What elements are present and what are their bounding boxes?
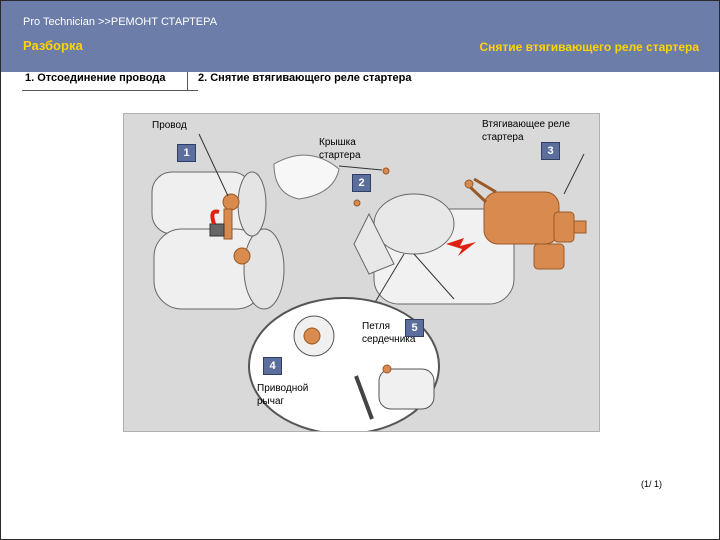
wire-terminal (209, 193, 240, 240)
solenoid-label: Втягивающее реле стартера (482, 119, 571, 143)
starter-illustration: Провод Крышка стартера Втягивающее реле … (123, 113, 600, 432)
detail-inset (248, 297, 440, 431)
plunger-loop-label: Петля сердечника (362, 321, 416, 345)
step-underline (22, 90, 198, 91)
starter-cover-label: Крышка стартера (319, 137, 361, 161)
starter-solenoid (464, 177, 587, 270)
page-title: Pro Technician >>РЕМОНТ СТАРТЕРА (23, 16, 218, 28)
drive-lever-label: Приводной рычаг (257, 383, 309, 407)
step-divider (187, 72, 188, 90)
lightning-arrow-icon (446, 238, 476, 256)
step-2-tab[interactable]: 2. Снятие втягивающего реле стартера (198, 72, 412, 84)
callout-badge-2: 2 (352, 174, 371, 192)
step-1-tab[interactable]: 1. Отсоединение провода (25, 72, 166, 84)
right-starter-body (353, 193, 515, 305)
section-title: Разборка (23, 38, 83, 53)
callout-badge-3: 3 (541, 142, 560, 160)
screw-icon (353, 199, 361, 207)
procedure-title: Снятие втягивающего реле стартера (479, 40, 699, 54)
red-arrow-icon (210, 209, 220, 225)
callout-badge-5: 5 (405, 319, 424, 337)
page-indicator: (1/ 1) (641, 479, 663, 489)
callout-badge-4: 4 (263, 357, 282, 375)
header-bar: Pro Technician >>РЕМОНТ СТАРТЕРА Разборк… (1, 1, 719, 72)
left-starter-motor (151, 171, 285, 310)
screw-icon (382, 167, 390, 175)
callout-badge-1: 1 (177, 144, 196, 162)
wire-label: Провод (152, 120, 187, 131)
starter-drawing (151, 133, 587, 431)
